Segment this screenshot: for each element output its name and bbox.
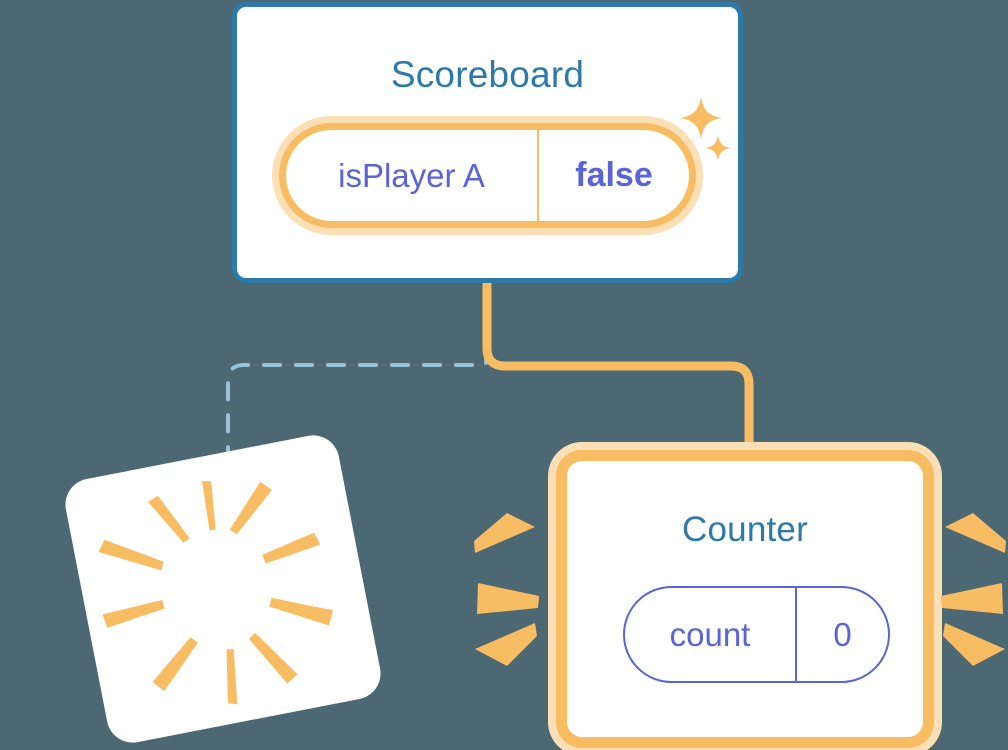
card-counter-title: Counter <box>682 510 808 549</box>
pill-count[interactable]: count 0 <box>623 586 890 683</box>
pill-isplayer-a-value: false <box>575 156 653 194</box>
pill-isplayer-a-key: isPlayer A <box>286 130 539 221</box>
card-counter[interactable]: Counter count 0 <box>556 450 934 748</box>
card-blank[interactable] <box>60 430 386 748</box>
card-scoreboard-title: Scoreboard <box>390 54 585 95</box>
connector-scoreboard-to-counter <box>482 283 754 466</box>
connector-scoreboard-to-blank-card <box>226 281 488 502</box>
pill-count-value: 0 <box>833 615 852 653</box>
pill-count-key: count <box>625 588 797 681</box>
card-scoreboard[interactable]: Scoreboard isPlayer A false <box>232 2 743 283</box>
sparkle-small-icon <box>705 135 731 161</box>
pill-isplayer-a[interactable]: isPlayer A false <box>279 123 696 228</box>
sparkle-large-icon <box>680 97 722 139</box>
